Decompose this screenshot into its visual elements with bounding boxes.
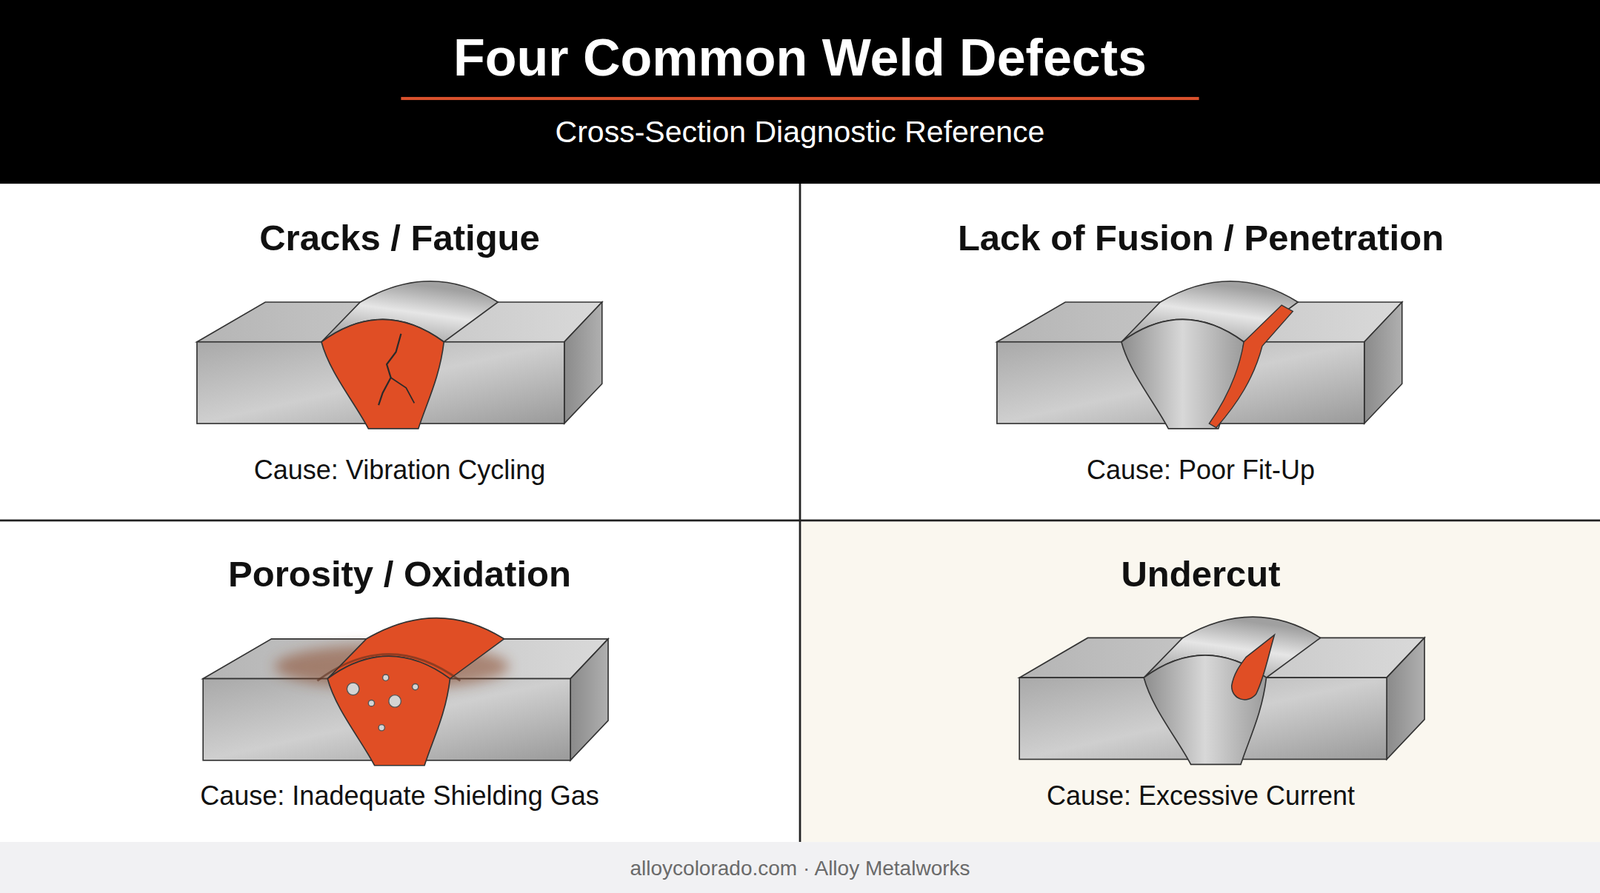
defect-panel: UndercutCause: Excessive Current xyxy=(801,522,1600,842)
defect-panel: Cracks / FatigueCause: Vibration Cycling xyxy=(0,184,800,520)
defect-panel: Porosity / OxidationCause: Inadequate Sh… xyxy=(0,522,800,842)
defect-heading: Undercut xyxy=(801,548,1600,600)
defect-panel: Lack of Fusion / PenetrationCause: Poor … xyxy=(801,184,1600,520)
subtitle: Cross-Section Diagnostic Reference xyxy=(0,112,1600,152)
defect-heading: Porosity / Oxidation xyxy=(0,548,800,600)
defect-cause: Cause: Vibration Cycling xyxy=(0,449,800,492)
defect-cause: Cause: Inadequate Shielding Gas xyxy=(0,775,800,818)
footer-credit: alloycolorado.com · Alloy Metalworks xyxy=(0,854,1600,884)
defect-heading: Cracks / Fatigue xyxy=(0,211,800,264)
defect-cause: Cause: Excessive Current xyxy=(801,775,1600,818)
defect-cause: Cause: Poor Fit-Up xyxy=(801,449,1600,492)
defect-heading: Lack of Fusion / Penetration xyxy=(801,211,1600,264)
page-title: Four Common Weld Defects xyxy=(0,28,1600,88)
